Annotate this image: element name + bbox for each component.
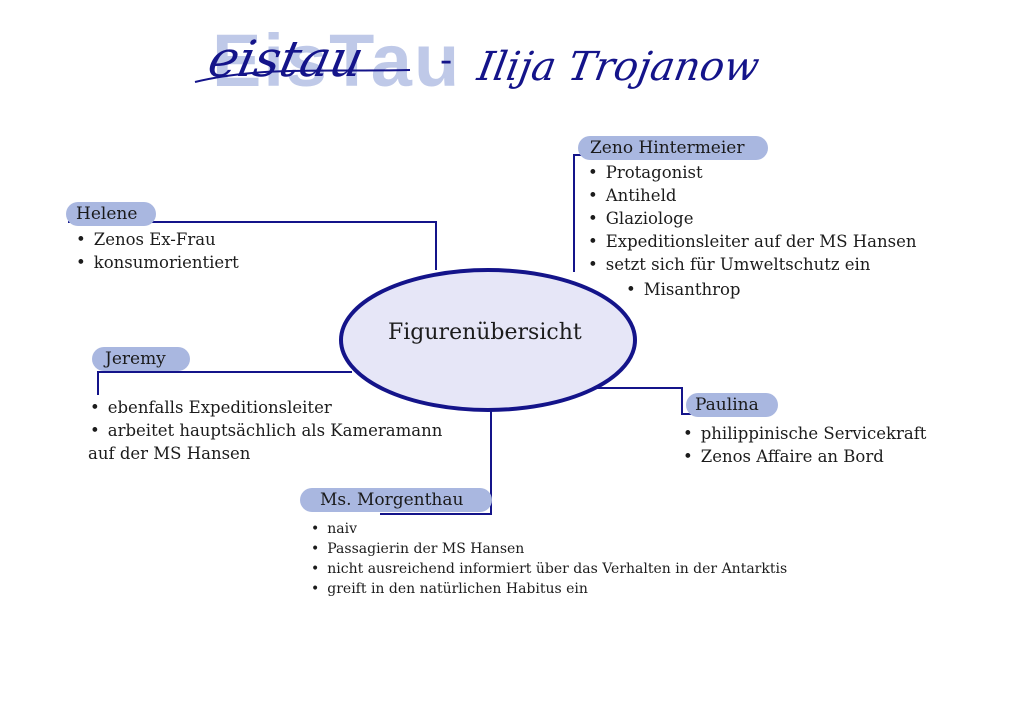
- header-dash: -: [440, 40, 452, 81]
- header-script-title: eistau: [203, 30, 369, 88]
- list-item: Zenos Ex-Frau: [76, 228, 239, 251]
- connector-jeremy: [97, 371, 352, 395]
- list-item: Expeditionsleiter auf der MS Hansen: [588, 230, 917, 253]
- node-paulina-name: Paulina: [695, 395, 759, 415]
- list-item: naiv: [311, 519, 787, 539]
- list-item: philippinische Servicekraft: [683, 422, 927, 445]
- list-item: Misanthrop: [626, 278, 741, 301]
- center-label: Figurenübersicht: [388, 320, 582, 345]
- list-item: Zenos Affaire an Bord: [683, 445, 926, 468]
- tag-helene: [66, 202, 156, 226]
- node-helene-list: Zenos Ex-Frau konsumorientiert: [76, 228, 239, 274]
- node-zeno-name: Zeno Hintermeier: [590, 138, 745, 158]
- node-morgenthau-name: Ms. Morgenthau: [320, 490, 464, 510]
- tag-jeremy: [92, 347, 190, 371]
- list-item: Glaziologe: [588, 207, 916, 230]
- list-item: ebenfalls Expeditionsleiter: [90, 396, 442, 419]
- center-ellipse: [339, 268, 637, 412]
- tag-zeno: [578, 136, 768, 160]
- list-item: Antiheld: [588, 184, 916, 207]
- list-item: Protagonist: [588, 161, 916, 184]
- list-item: setzt sich für Umweltschutz ein: [588, 253, 916, 276]
- connector-morgenthau: [380, 408, 492, 515]
- list-item: Passagierin der MS Hansen: [311, 539, 787, 559]
- list-item: nicht ausreichend informiert über das Ve…: [311, 559, 787, 579]
- header-author: Ilija Trojanow: [473, 43, 763, 90]
- node-paulina-list: philippinische Servicekraft Zenos Affair…: [683, 422, 927, 468]
- list-item: arbeitet hauptsächlich als Kameramann: [90, 419, 443, 442]
- connector-helene: [68, 221, 437, 270]
- tag-paulina: [686, 393, 778, 417]
- node-zeno-extra: Misanthrop: [626, 278, 741, 301]
- node-jeremy-list: ebenfalls Expeditionsleiter arbeitet hau…: [90, 396, 443, 442]
- header-logo: EisTau: [212, 19, 461, 102]
- header-underline-stroke: [194, 69, 411, 83]
- node-jeremy-name: Jeremy: [105, 349, 166, 369]
- tag-morgenthau: [300, 488, 492, 512]
- node-helene-name: Helene: [76, 204, 138, 224]
- node-zeno-list: Protagonist Antiheld Glaziologe Expediti…: [588, 161, 917, 276]
- node-jeremy-continuation: auf der MS Hansen: [88, 444, 251, 463]
- list-item: greift in den natürlichen Habitus ein: [311, 579, 787, 599]
- node-morgenthau-list: naiv Passagierin der MS Hansen nicht aus…: [311, 519, 787, 599]
- list-item: konsumorientiert: [76, 251, 239, 274]
